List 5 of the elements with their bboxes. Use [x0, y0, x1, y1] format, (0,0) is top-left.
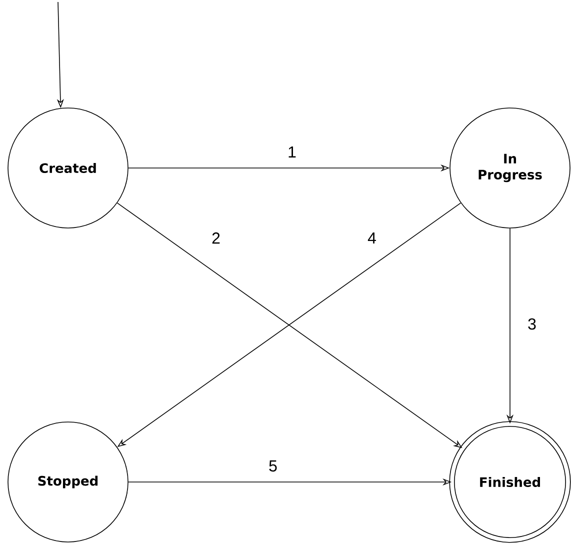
edge-label: 5: [268, 459, 278, 473]
edge-label: 1: [286, 146, 298, 158]
edge-label: 3: [526, 317, 538, 331]
edge-label: 4: [366, 232, 378, 244]
edge-label: 2: [210, 231, 222, 245]
